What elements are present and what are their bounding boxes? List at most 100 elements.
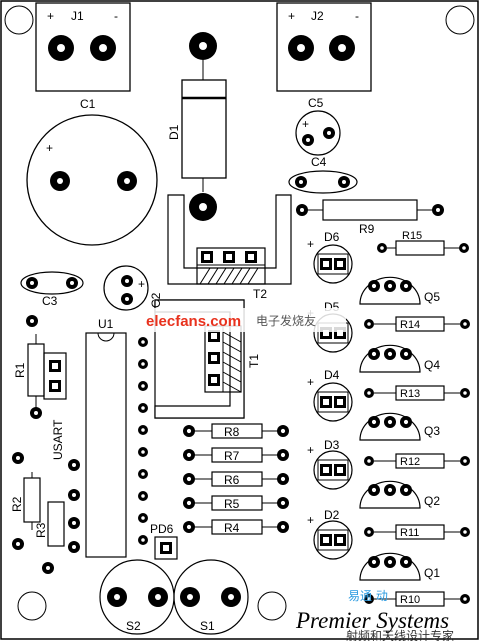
- resistor-body: [364, 316, 470, 332]
- transistor-body: [359, 552, 421, 581]
- r8-label: R8: [224, 425, 240, 439]
- mounting-hole-br: [257, 591, 287, 621]
- j1-minus: -: [114, 9, 118, 23]
- u1-pin-right: [138, 425, 148, 435]
- watermark-elecfans: elecfans.com 电子发烧友: [142, 308, 346, 332]
- pd6-label: PD6: [150, 522, 174, 536]
- r11-label: R11: [400, 527, 419, 539]
- resistor-pad: [364, 527, 374, 537]
- watermark-cn: 电子发烧友: [256, 313, 316, 328]
- j2-label: J2: [311, 9, 324, 23]
- r12-label: R12: [400, 456, 420, 468]
- diode-body: +: [307, 237, 353, 284]
- svg-text:+: +: [307, 237, 314, 251]
- diode-pad: [320, 258, 332, 270]
- u1-pin-right: [138, 381, 148, 391]
- transistor-body: [359, 344, 421, 373]
- resistor-pad: [277, 497, 289, 509]
- resistor-pad: [183, 521, 195, 533]
- transistor-pin: [384, 556, 396, 568]
- capacitor-c3: C3: [20, 271, 84, 308]
- ic-u1: U1: [85, 317, 148, 558]
- resistor-body: [364, 591, 470, 607]
- r9-label: R9: [359, 222, 375, 236]
- transistor-body: [359, 276, 421, 305]
- c4-label: C4: [311, 155, 327, 169]
- u1-pin-right: [138, 403, 148, 413]
- mounting-hole-tl: [4, 5, 34, 35]
- r6-label: R6: [224, 473, 240, 487]
- resistor-pad: [460, 388, 470, 398]
- transistor-pin: [400, 348, 412, 360]
- svg-text:+: +: [307, 443, 314, 457]
- switch-s2: S2: [99, 559, 175, 635]
- r2-label: R2: [10, 496, 24, 512]
- connector-j2: + J2 -: [276, 2, 372, 92]
- resistor-pad: [364, 388, 374, 398]
- transistor-pin: [400, 484, 412, 496]
- resistor-pad: [364, 594, 374, 604]
- resistor-pad: [277, 473, 289, 485]
- switch-s1: S1: [173, 559, 249, 635]
- j2-plus: +: [288, 9, 295, 23]
- r3-label: R3: [34, 522, 48, 538]
- r13-label: R13: [400, 388, 420, 400]
- c3-label: C3: [42, 294, 58, 308]
- mounting-hole-bl: [17, 591, 47, 621]
- transistor-pin: [400, 556, 412, 568]
- resistor-body: [364, 524, 470, 540]
- transistor-pin: [368, 556, 380, 568]
- resistor-pad: [364, 456, 374, 466]
- d4-label: D4: [324, 368, 340, 382]
- resistor-pad: [277, 521, 289, 533]
- resistor-pad: [460, 527, 470, 537]
- r1-label: R1: [13, 362, 27, 378]
- u1-pin-right: [138, 535, 148, 545]
- diode-pad: [320, 396, 332, 408]
- t1-label: T1: [247, 354, 261, 368]
- resistor-body: [364, 385, 470, 401]
- r7-label: R7: [224, 449, 240, 463]
- resistor-pad: [183, 449, 195, 461]
- diode-pad: [334, 534, 346, 546]
- brand-logo: 易通 动 Premier Systems 射频和天线设计专家: [295, 589, 454, 641]
- resistor-r1: R1: [13, 334, 45, 419]
- transformer-t2: T2: [167, 194, 292, 301]
- resistor-pad: [364, 319, 374, 329]
- diode-pad: [320, 534, 332, 546]
- transistor-pin: [384, 280, 396, 292]
- resistor-body: [364, 453, 470, 469]
- j2-minus: -: [355, 9, 359, 23]
- resistor-pad: [277, 425, 289, 437]
- transistor-pin: [368, 416, 380, 428]
- r4-label: R4: [224, 521, 240, 535]
- c1-label: C1: [80, 97, 96, 111]
- d6-label: D6: [324, 230, 340, 244]
- q2-label: Q2: [424, 494, 440, 508]
- c2-plus: +: [138, 277, 145, 291]
- q3-label: Q3: [424, 424, 440, 438]
- q5-label: Q5: [424, 290, 440, 304]
- transistor-pin: [368, 348, 380, 360]
- diode-body: +: [307, 375, 353, 422]
- capacitor-c1: C1 +: [26, 97, 158, 246]
- u1-pin-right: [138, 513, 148, 523]
- d1-label: D1: [167, 124, 181, 140]
- transistor-pin: [384, 416, 396, 428]
- transistor-pin: [384, 348, 396, 360]
- transistor-pin: [368, 280, 380, 292]
- j1-plus: +: [47, 9, 54, 23]
- usart-label: USART: [51, 419, 65, 460]
- watermark-site: elecfans.com: [146, 313, 241, 330]
- resistor-pad: [183, 425, 195, 437]
- resistor-pad: [183, 473, 195, 485]
- svg-text:+: +: [307, 513, 314, 527]
- s1-label: S1: [200, 619, 215, 633]
- capacitor-c2: + C2: [103, 265, 163, 311]
- resistor-r2: R2: [10, 472, 41, 530]
- brand-name: Premier Systems: [295, 608, 449, 633]
- c5-plus: +: [302, 117, 309, 131]
- connector-j1: + J1 -: [35, 2, 131, 92]
- diode-pad: [320, 464, 332, 476]
- brand-cn-caption: 射频和天线设计专家: [346, 628, 454, 641]
